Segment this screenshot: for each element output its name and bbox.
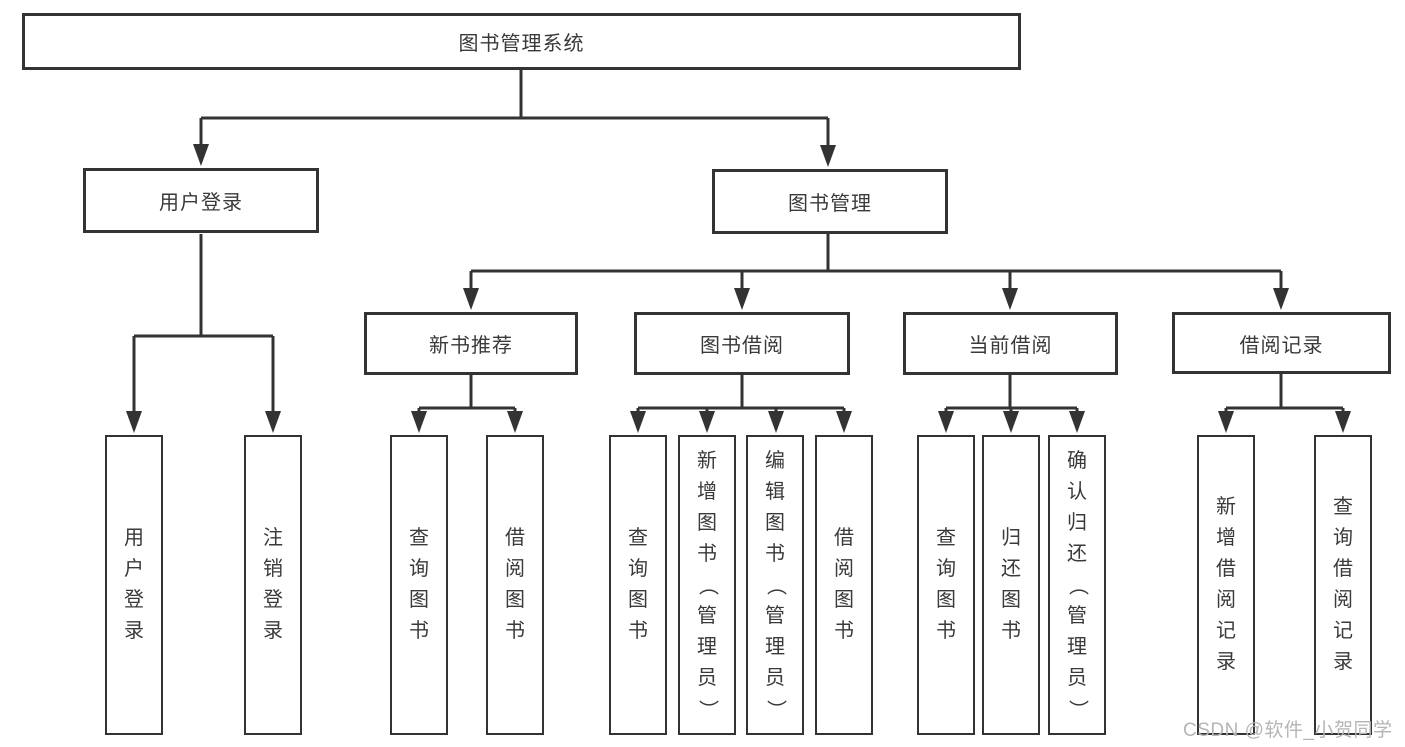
node-query-borrow-record-label: 查询借阅记录 xyxy=(1333,496,1353,673)
node-library-system: 图书管理系统 xyxy=(22,13,1021,70)
node-book-borrowing: 图书借阅 xyxy=(634,312,850,375)
node-recommend-borrow-books-label: 借阅图书 xyxy=(505,527,525,642)
node-borrowing-borrow-books-label: 借阅图书 xyxy=(834,527,854,642)
node-new-book-recommendation-label: 新书推荐 xyxy=(429,335,513,357)
node-add-books-admin: 新增图书（管理员） xyxy=(678,435,736,735)
node-recommend-query-books: 查询图书 xyxy=(390,435,448,735)
node-user-login: 用户登录 xyxy=(83,168,319,233)
node-borrowing-borrow-books: 借阅图书 xyxy=(815,435,873,735)
node-login-user-label: 用户登录 xyxy=(124,527,144,642)
node-library-system-label: 图书管理系统 xyxy=(458,33,585,55)
node-book-management: 图书管理 xyxy=(712,169,948,234)
node-edit-books-admin-label: 编辑图书（管理员） xyxy=(764,449,787,720)
node-current-borrowing-label: 当前借阅 xyxy=(968,335,1053,357)
node-logout-label: 注销登录 xyxy=(263,527,283,642)
node-borrowing-records-label: 借阅记录 xyxy=(1239,334,1324,357)
node-borrowing-query-books: 查询图书 xyxy=(609,435,667,735)
node-book-borrowing-label: 图书借阅 xyxy=(700,335,784,357)
node-borrowing-query-books-label: 查询图书 xyxy=(628,527,648,642)
node-recommend-borrow-books: 借阅图书 xyxy=(486,435,544,735)
node-new-book-recommendation: 新书推荐 xyxy=(364,312,578,375)
node-recommend-query-books-label: 查询图书 xyxy=(409,527,429,642)
node-login-user: 用户登录 xyxy=(105,435,163,735)
node-book-management-label: 图书管理 xyxy=(788,193,872,215)
node-user-login-label: 用户登录 xyxy=(159,192,243,214)
node-current-query-books: 查询图书 xyxy=(917,435,975,735)
node-logout: 注销登录 xyxy=(244,435,302,735)
node-current-query-books-label: 查询图书 xyxy=(936,527,956,642)
node-current-borrowing: 当前借阅 xyxy=(903,312,1118,375)
node-edit-books-admin: 编辑图书（管理员） xyxy=(746,435,804,735)
node-query-borrow-record: 查询借阅记录 xyxy=(1314,435,1372,735)
node-add-borrow-record-label: 新增借阅记录 xyxy=(1216,496,1236,673)
node-return-books: 归还图书 xyxy=(982,435,1040,735)
csdn-watermark: CSDN @软件_小贺同学 xyxy=(1183,720,1393,741)
node-confirm-return-admin-label: 确认归还（管理员） xyxy=(1066,449,1089,720)
node-add-books-admin-label: 新增图书（管理员） xyxy=(696,449,719,720)
node-borrowing-records: 借阅记录 xyxy=(1172,312,1391,374)
node-return-books-label: 归还图书 xyxy=(1001,527,1021,642)
node-add-borrow-record: 新增借阅记录 xyxy=(1197,435,1255,735)
node-confirm-return-admin: 确认归还（管理员） xyxy=(1048,435,1106,735)
